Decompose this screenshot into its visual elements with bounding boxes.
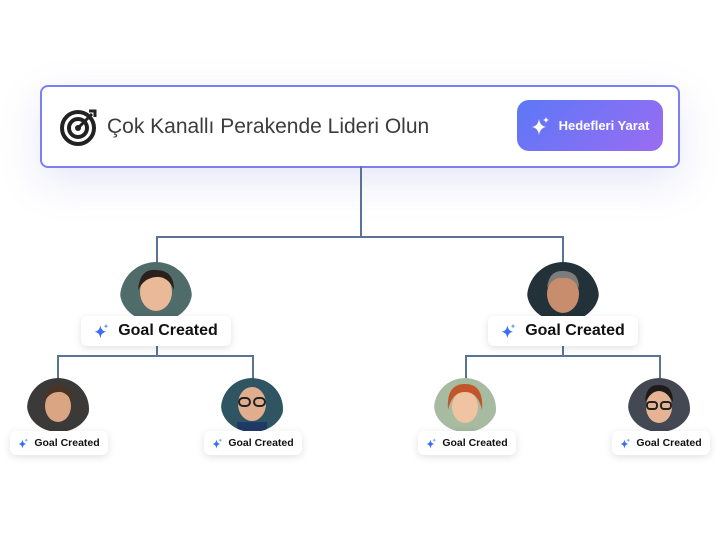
sparkle-icon bbox=[502, 323, 516, 339]
generate-goals-label: Hedefleri Yarat bbox=[558, 118, 650, 133]
connector bbox=[156, 346, 158, 356]
root-goal-card: Çok Kanallı Perakende Lideri Olun Hedefl… bbox=[40, 85, 680, 168]
connector bbox=[252, 355, 254, 379]
badge-label: Goal Created bbox=[442, 437, 508, 449]
avatar bbox=[27, 378, 89, 432]
sparkle-icon bbox=[426, 438, 437, 448]
avatar bbox=[527, 262, 599, 322]
connector bbox=[360, 166, 362, 238]
goal-created-badge: Goal Created bbox=[204, 431, 302, 455]
badge-label: Goal Created bbox=[228, 437, 294, 449]
connector bbox=[562, 236, 564, 264]
avatar bbox=[120, 262, 192, 322]
connector bbox=[659, 355, 661, 379]
generate-goals-button[interactable]: Hedefleri Yarat bbox=[517, 100, 663, 151]
connector bbox=[562, 346, 564, 356]
connector bbox=[57, 355, 59, 379]
badge-label: Goal Created bbox=[525, 322, 625, 339]
badge-label: Goal Created bbox=[118, 322, 218, 339]
connector bbox=[156, 236, 564, 238]
connector bbox=[57, 355, 254, 357]
badge-label: Goal Created bbox=[636, 437, 702, 449]
sparkle-icon bbox=[212, 438, 223, 448]
goal-created-badge: Goal Created bbox=[81, 316, 231, 346]
root-goal-title: Çok Kanallı Perakende Lideri Olun bbox=[107, 115, 430, 138]
target-icon bbox=[60, 109, 97, 146]
avatar bbox=[221, 378, 283, 432]
goal-created-badge: Goal Created bbox=[418, 431, 516, 455]
sparkle-icon bbox=[531, 116, 549, 135]
goal-created-badge: Goal Created bbox=[612, 431, 710, 455]
badge-label: Goal Created bbox=[34, 437, 100, 449]
avatar bbox=[628, 378, 690, 432]
goal-created-badge: Goal Created bbox=[488, 316, 638, 346]
sparkle-icon bbox=[620, 438, 631, 448]
connector bbox=[465, 355, 467, 379]
goal-created-badge: Goal Created bbox=[10, 431, 108, 455]
avatar bbox=[434, 378, 496, 432]
sparkle-icon bbox=[95, 323, 109, 339]
sparkle-icon bbox=[18, 438, 29, 448]
connector bbox=[465, 355, 661, 357]
connector bbox=[156, 236, 158, 264]
